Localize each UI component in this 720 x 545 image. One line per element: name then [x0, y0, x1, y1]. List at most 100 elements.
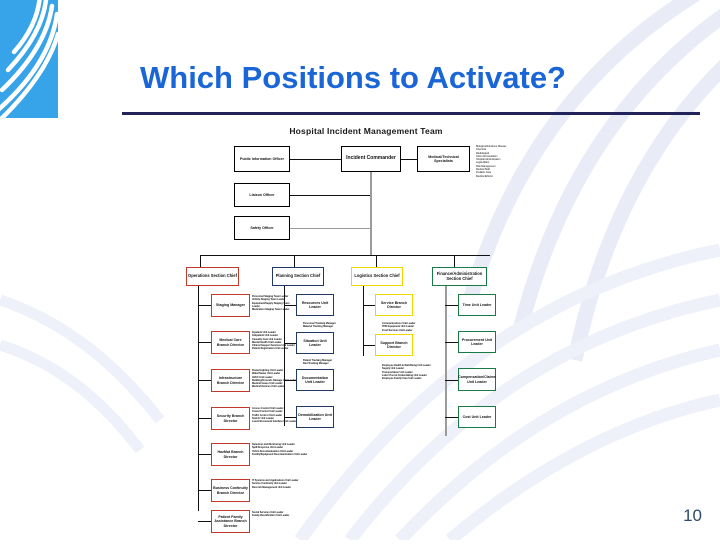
node-incident-commander: Incident Commander — [341, 146, 401, 172]
node-finance-unit: Procurement Unit Leader — [458, 331, 496, 353]
logistics-unit-sublist: Employee Health & Well-Being Unit Leader… — [382, 364, 431, 381]
operations-unit-sublist: Personnel Staging Team Leader Vehicle St… — [252, 295, 290, 312]
connector-log-unit — [363, 345, 375, 347]
operations-unit-sublist: IT Systems and Applications Unit Leader … — [252, 479, 299, 489]
connector-ops-unit — [198, 521, 211, 523]
operations-unit-sublist: Detection and Monitoring Unit Leader Spi… — [252, 443, 308, 456]
node-label: Cost Unit Leader — [462, 414, 492, 419]
hospital-incident-management-team-chart: Hospital Incident Management Team Incide… — [186, 126, 546, 533]
node-label: Security Branch Director — [216, 414, 245, 423]
operations-unit-sublist: Social Services Unit Leader Family Reuni… — [252, 511, 290, 518]
node-label: Situation Unit Leader — [303, 338, 327, 347]
medical-technical-specialist-list: Biological/Infectious Disease Chemical R… — [476, 145, 507, 178]
node-label: Public Information Officer — [239, 156, 285, 161]
connector-plan-unit — [284, 380, 296, 382]
node-planning-unit: Resources Unit Leader — [296, 294, 334, 316]
rail-operations — [198, 286, 200, 511]
node-label: Incident Commander — [346, 155, 396, 162]
node-label: Documentation Unit Leader — [301, 375, 329, 384]
operations-unit-sublist: Access Control Unit Leader Crowd Control… — [252, 407, 297, 424]
node-label: Logistics Section Chief — [354, 273, 400, 279]
node-label: Procurement Unit Leader — [461, 337, 493, 346]
node-label: Support Branch Director — [380, 340, 408, 349]
node-operations-unit: HazMat Branch Director — [211, 443, 250, 466]
node-label: Operations Section Chief — [188, 273, 237, 279]
node-label: Planning Section Chief — [275, 273, 321, 279]
node-label: Medical/Technical Specialists — [428, 154, 459, 163]
logistics-unit-sublist: Communications Unit Leader IT/IS Equipme… — [382, 322, 416, 332]
node-operations-unit: Staging Manager — [211, 294, 250, 317]
connector-ops-unit — [198, 342, 211, 344]
node-label: Service Branch Director — [380, 300, 408, 309]
connector-safety — [290, 228, 371, 230]
node-planning-unit: Situation Unit Leader — [296, 332, 334, 354]
chart-title: Hospital Incident Management Team — [289, 126, 443, 136]
connector-ops-unit — [198, 418, 211, 420]
node-operations-unit: Patient Family Assistance Branch Directo… — [211, 510, 250, 533]
connector-plan-unit — [284, 417, 296, 419]
node-label: HazMat Branch Director — [217, 450, 244, 459]
node-operations-unit: Medical Care Branch Director — [211, 331, 250, 354]
brand-logo — [0, 0, 58, 118]
node-operations-unit: Business Continuity Branch Director — [211, 479, 250, 502]
connector-medtech — [401, 159, 417, 161]
connector-log-unit — [363, 305, 375, 307]
connector-fin-unit — [445, 417, 458, 419]
connector-pio — [290, 159, 341, 161]
connector-bus-drop-plan — [294, 255, 296, 267]
node-label: Staging Manager — [216, 303, 245, 308]
node-label: Finance/Administration Section Chief — [436, 270, 483, 281]
node-operations-unit: Security Branch Director — [211, 407, 250, 430]
operations-unit-sublist: Power/Lighting Unit Leader Water/Sewer U… — [252, 369, 296, 389]
node-planning-section-chief: Planning Section Chief — [272, 267, 324, 286]
connector-ic-spine — [370, 172, 372, 256]
connector-section-bus — [200, 255, 490, 257]
node-label: Patient Family Assistance Branch Directo… — [214, 515, 247, 528]
connector-fin-unit — [445, 305, 458, 307]
node-operations-section-chief: Operations Section Chief — [186, 267, 239, 286]
node-medical-technical-specialists: Medical/Technical Specialists — [417, 146, 470, 172]
page-number: 10 — [683, 506, 702, 525]
node-label: Compensation/Claims Unit Leader — [458, 375, 496, 384]
operations-unit-sublist: Inpatient Unit Leader Outpatient Unit Le… — [252, 331, 295, 351]
rail-finance — [445, 286, 447, 436]
node-planning-unit: Documentation Unit Leader — [296, 369, 334, 391]
connector-ops-unit — [198, 490, 211, 492]
node-label: Safety Officer — [250, 225, 274, 230]
connector-bus-drop-log — [376, 255, 378, 267]
node-label: Liaison Officer — [249, 192, 275, 197]
connector-bus-drop-fin — [454, 255, 456, 267]
node-operations-unit: Infrastructure Branch Director — [211, 369, 250, 392]
rail-planning — [284, 286, 286, 426]
node-finance-administration-section-chief: Finance/Administration Section Chief — [432, 267, 487, 286]
planning-unit-sublist: Personnel Tracking Manager Materiel Trac… — [303, 322, 336, 329]
node-logistics-unit: Service Branch Director — [375, 294, 413, 316]
node-public-information-officer: Public Information Officer — [234, 146, 290, 172]
node-finance-unit: Cost Unit Leader — [458, 406, 496, 428]
node-planning-unit: Demobilization Unit Leader — [296, 406, 334, 428]
page-title: Which Positions to Activate? — [140, 60, 566, 95]
node-label: Infrastructure Branch Director — [216, 376, 245, 385]
title-divider — [122, 112, 700, 115]
node-safety-officer: Safety Officer — [234, 216, 290, 240]
node-liaison-officer: Liaison Officer — [234, 183, 290, 207]
planning-unit-sublist: Patient Tracking Manager Bed Tracking Ma… — [303, 359, 333, 366]
node-finance-unit: Compensation/Claims Unit Leader — [458, 368, 496, 391]
node-logistics-section-chief: Logistics Section Chief — [351, 267, 403, 286]
connector-plan-unit — [284, 343, 296, 345]
node-label: Demobilization Unit Leader — [298, 412, 332, 421]
node-label: Medical Care Branch Director — [216, 338, 245, 347]
node-label: Business Continuity Branch Director — [213, 486, 248, 495]
connector-ops-unit — [198, 454, 211, 456]
connector-ops-unit — [198, 380, 211, 382]
connector-fin-unit — [445, 342, 458, 344]
node-label: Time Unit Leader — [462, 302, 492, 307]
connector-plan-unit — [284, 305, 296, 307]
node-logistics-unit: Support Branch Director — [375, 334, 413, 356]
connector-fin-unit — [445, 380, 458, 382]
node-label: Resources Unit Leader — [301, 300, 329, 309]
connector-bus-drop-ops — [200, 255, 202, 267]
connector-ops-unit — [198, 305, 211, 307]
connector-liaison — [290, 195, 371, 197]
node-finance-unit: Time Unit Leader — [458, 294, 496, 316]
